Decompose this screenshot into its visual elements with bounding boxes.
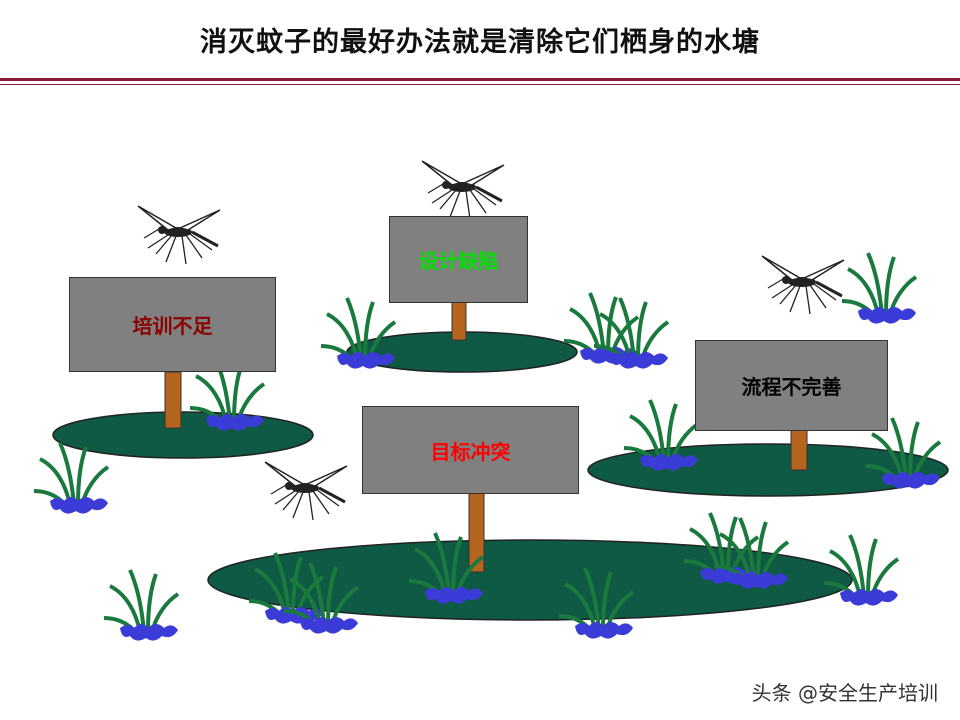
sign-training: 培训不足 <box>69 277 276 372</box>
sign-design: 设计缺陷 <box>389 216 528 303</box>
mosquito-icon <box>263 460 349 522</box>
mosquito-icon <box>420 159 506 221</box>
slide-title: 消灭蚊子的最好办法就是清除它们栖身的水塘 <box>200 27 760 58</box>
sign-label-goal: 目标冲突 <box>430 439 511 464</box>
post-2 <box>451 299 467 341</box>
mosquito-icon <box>760 254 846 316</box>
sign-process: 流程不完善 <box>695 340 888 431</box>
sign-goal: 目标冲突 <box>362 406 579 494</box>
sign-label-training: 培训不足 <box>132 314 213 338</box>
mosquito-icon <box>136 204 222 266</box>
sign-label-process: 流程不完善 <box>741 375 842 399</box>
title-divider-thin <box>0 84 960 85</box>
watermark: 头条 @安全生产培训 <box>751 681 938 705</box>
title-divider <box>0 78 960 81</box>
post-3 <box>790 427 808 471</box>
sign-label-design: 设计缺陷 <box>418 249 499 273</box>
pond-left <box>52 411 314 459</box>
post-1 <box>164 371 182 429</box>
